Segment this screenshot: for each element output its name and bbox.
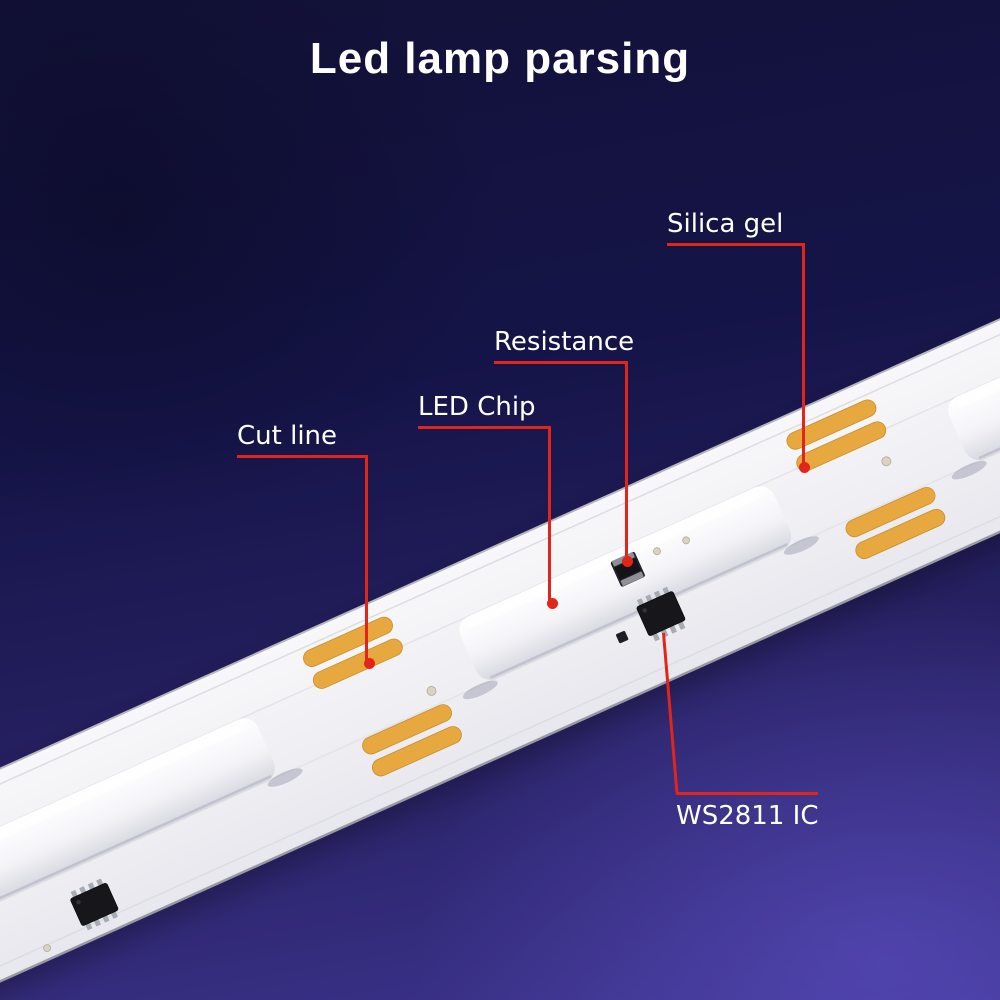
resistance-connector [625, 363, 628, 560]
ridge-cap-shadow [462, 680, 498, 700]
resistor-chip [610, 552, 645, 587]
callout-cut-line-label: Cut line [237, 421, 338, 451]
strip-pcb-base [0, 188, 1000, 1000]
page-title: Led lamp parsing [309, 34, 691, 83]
cut-line-connector [365, 457, 368, 662]
silica-gel-dot [799, 462, 810, 473]
callout-ws2811-ic: WS2811 IC [676, 792, 818, 833]
led-strip [0, 187, 1000, 1000]
corner-ic-chip [70, 878, 119, 931]
callout-ws2811-ic-label: WS2811 IC [676, 801, 819, 831]
lane-line [0, 297, 1000, 972]
callout-led-chip-label: LED Chip [418, 392, 536, 422]
solder-pad [371, 726, 462, 777]
solder-pad [855, 508, 946, 560]
silica-gel-connector [802, 245, 805, 466]
ridge-cap-shadow [267, 768, 303, 787]
cut-line-dot [364, 658, 375, 669]
silicone-edge-line [0, 351, 1000, 1000]
strip-bottom-edge [0, 363, 1000, 1000]
smd-component [616, 630, 629, 644]
solder-pad [362, 704, 452, 755]
callout-silica-gel: Silica gel [667, 208, 805, 246]
solder-pad [796, 421, 887, 472]
solder-pad [312, 638, 403, 689]
via-dot [682, 536, 691, 545]
via-dot [43, 944, 52, 953]
via-dot [881, 456, 892, 467]
callout-silica-gel-label: Silica gel [667, 209, 784, 239]
solder-pad [786, 399, 877, 450]
strip-top-edge [0, 187, 1000, 862]
solder-pad [845, 486, 936, 538]
led-chip-connector [548, 428, 551, 602]
callout-resistance-label: Resistance [494, 327, 635, 357]
ridge-cap-shadow [783, 536, 819, 555]
callout-led-chip: LED Chip [418, 391, 551, 429]
ws2811-ic-chip [636, 586, 686, 642]
resistance-dot [622, 556, 633, 567]
callout-resistance: Resistance [494, 326, 634, 364]
led-chip-dot [547, 598, 558, 609]
solder-pad [303, 616, 393, 667]
via-dot [653, 547, 661, 556]
via-dot [426, 686, 437, 696]
diffuser-segment [0, 718, 275, 966]
callout-cut-line: Cut line [237, 420, 368, 458]
ridge-cap-shadow [951, 460, 987, 480]
